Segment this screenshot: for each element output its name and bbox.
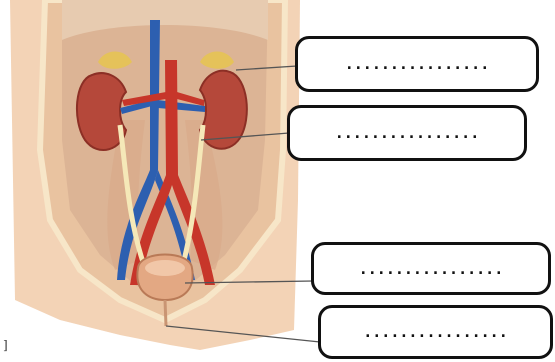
label-box-urinary-bladder[interactable]: ................ — [311, 242, 551, 295]
stray-mark: ] — [3, 338, 8, 352]
label-box-ureter[interactable]: ................ — [287, 105, 527, 161]
urethra — [165, 300, 166, 326]
label-box-kidney[interactable]: ................ — [295, 36, 539, 92]
left-kidney — [77, 73, 126, 150]
label-box-urethra[interactable]: ................ — [318, 305, 553, 359]
